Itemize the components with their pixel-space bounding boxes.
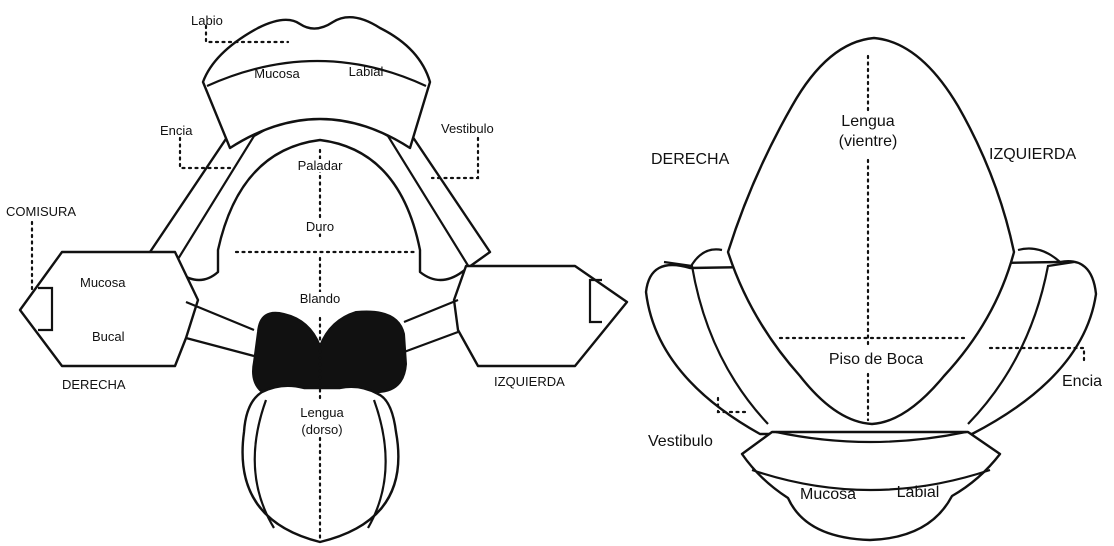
label-vientre: (vientre) (839, 134, 898, 150)
label-dorso: (dorso) (301, 423, 342, 436)
label-mucosa-labial-left: Mucosa (254, 67, 300, 80)
label-lengua-dorso: Lengua (300, 406, 343, 419)
label-vestibulo-right: Vestibulo (648, 434, 713, 450)
label-mucosa-bucal: Mucosa (80, 276, 126, 289)
label-bucal: Bucal (92, 330, 125, 343)
label-derecha-right: DERECHA (651, 152, 729, 168)
lower-lip (742, 432, 1000, 540)
label-labio: Labio (191, 14, 223, 27)
label-blando: Blando (300, 292, 340, 305)
right-cheek (20, 252, 198, 366)
label-vestibulo-left: Vestibulo (441, 122, 494, 135)
label-labial-right: Labial (897, 485, 940, 501)
label-duro: Duro (306, 220, 334, 233)
label-lengua-vientre: Lengua (841, 114, 894, 130)
label-piso-de-boca: Piso de Boca (829, 352, 923, 368)
label-izquierda-left: IZQUIERDA (494, 375, 565, 388)
label-derecha-left: DERECHA (62, 378, 126, 391)
soft-palate-dark (253, 311, 406, 392)
label-encia-left: Encia (160, 124, 193, 137)
label-labial-left: Labial (349, 65, 384, 78)
label-paladar: Paladar (298, 159, 343, 172)
label-encia-right: Encia (1062, 374, 1102, 390)
label-mucosa-labial-right: Mucosa (800, 487, 856, 503)
label-comisura: COMISURA (6, 205, 76, 218)
label-izquierda-right: IZQUIERDA (989, 147, 1076, 163)
